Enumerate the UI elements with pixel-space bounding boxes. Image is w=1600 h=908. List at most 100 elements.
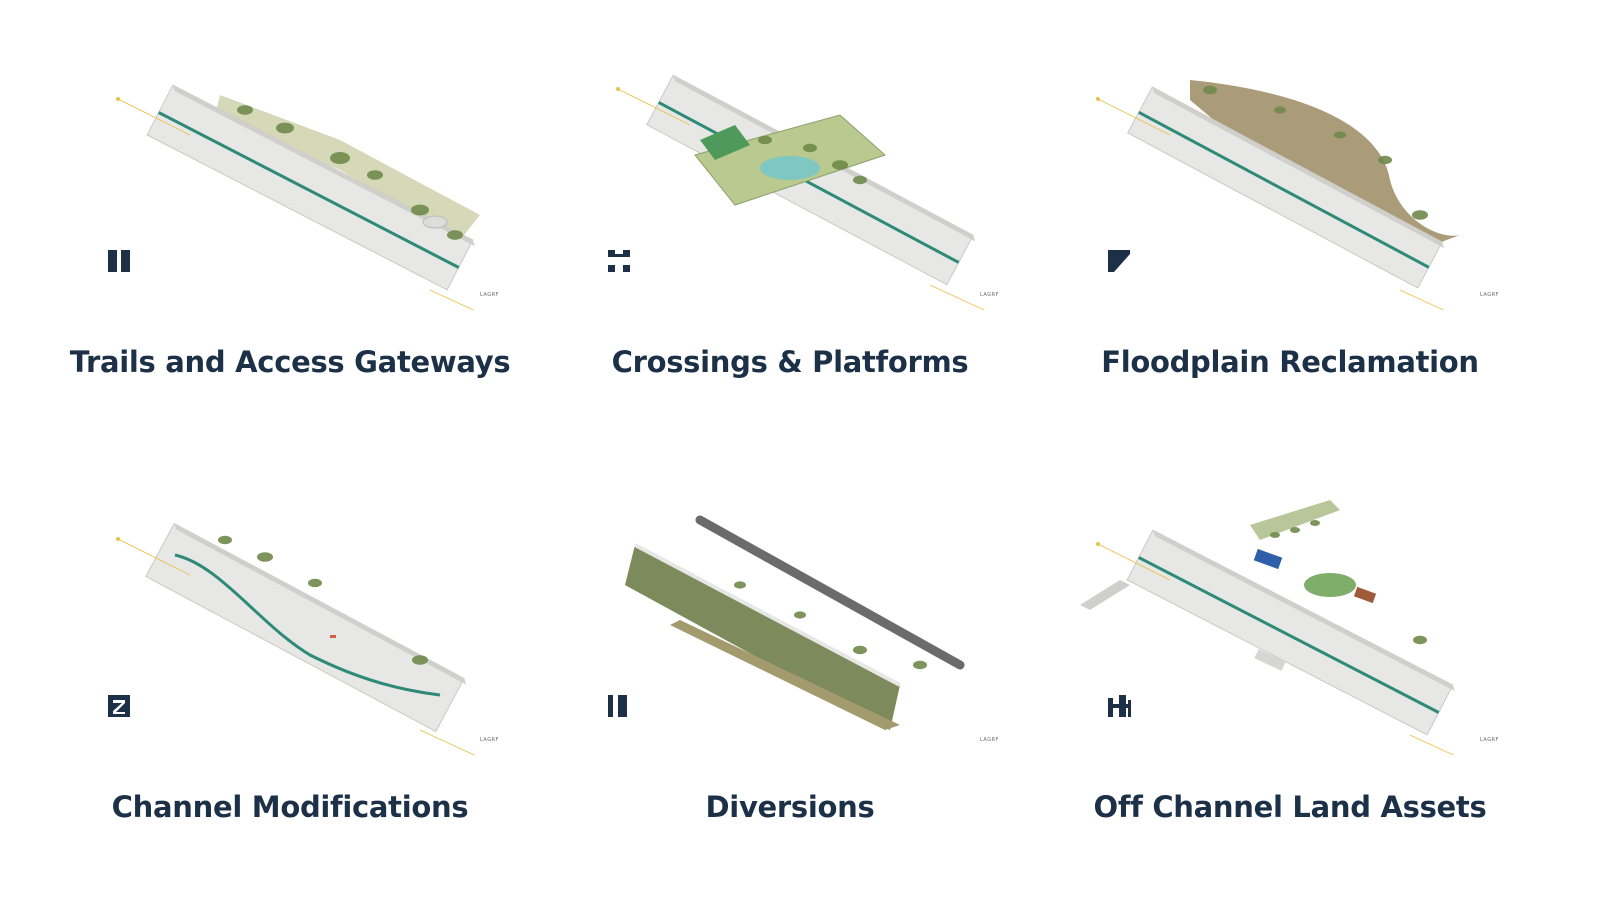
tree (1270, 532, 1280, 538)
pond (760, 156, 820, 180)
solar-array (1253, 548, 1283, 570)
concrete-channel (145, 522, 465, 733)
dimension-line (119, 539, 191, 576)
low-flow-channel (174, 553, 441, 697)
dimension-marker (1096, 97, 1100, 101)
bridge-deck (1080, 580, 1130, 610)
tree (308, 578, 322, 588)
slant-corner-icon (1108, 250, 1130, 272)
dimension-marker (116, 537, 120, 541)
panel-5: LAGRF Off Channel Land Assets (1040, 485, 1540, 905)
branch-bars-icon (1108, 695, 1131, 717)
panel-3: LAGRF Channel Modifications (40, 485, 540, 905)
low-flow-channel (657, 101, 960, 264)
axonometric-diagram (1080, 500, 1455, 755)
tree (447, 230, 463, 240)
dimension-marker (616, 87, 620, 91)
tree-row-parcel (1250, 500, 1340, 540)
corner-frame-icon (608, 250, 630, 272)
tree (330, 152, 350, 164)
tree (1413, 635, 1427, 645)
tree (257, 552, 273, 562)
axonometric-diagram (1096, 80, 1460, 310)
tree (1274, 106, 1286, 114)
concrete-channel (1126, 529, 1454, 736)
studio-logo: LAGRF (980, 292, 999, 298)
dimension-line (1399, 289, 1445, 310)
panel-title: Channel Modifications (111, 790, 469, 824)
tree (913, 660, 927, 670)
tree (1290, 527, 1300, 533)
axonometric-diagram (625, 515, 965, 730)
studio-logo: LAGRF (480, 292, 499, 298)
axonometric-diagram (116, 522, 476, 755)
studio-logo: LAGRF (980, 737, 999, 743)
panel-title: Diversions (705, 790, 875, 824)
panel-title: Trails and Access Gateways (69, 345, 511, 379)
studio-logo: LAGRF (1480, 737, 1499, 743)
channel-wall (1152, 87, 1445, 249)
channel-wall (174, 523, 467, 685)
marker-red (330, 635, 336, 638)
panel-title: Floodplain Reclamation (1101, 345, 1479, 379)
vegetated-basin (625, 545, 900, 730)
ballfield (1304, 573, 1356, 597)
channel-wall (172, 85, 475, 247)
tree (1412, 210, 1428, 220)
court (1353, 586, 1377, 604)
low-flow-channel (158, 111, 460, 269)
diversion-pipe (695, 515, 965, 670)
tree (276, 122, 294, 134)
low-flow-channel (1138, 556, 1440, 714)
dimension-line (929, 284, 986, 310)
tree (412, 655, 428, 665)
axonometric-diagram (616, 74, 986, 310)
gateway-plaza (422, 215, 448, 229)
lower-terrace (670, 620, 900, 730)
channel-wall (1152, 530, 1455, 692)
dimension-line (1099, 544, 1171, 581)
dimension-line (1099, 99, 1171, 136)
panel-title: Crossings & Platforms (611, 345, 969, 379)
pause-bars-icon (108, 250, 130, 272)
tree (1203, 85, 1217, 95)
tree (237, 105, 253, 115)
tree (734, 581, 746, 589)
studio-logo: LAGRF (480, 737, 499, 743)
panel-0: LAGRF Trails and Access Gateways (40, 40, 540, 460)
tree (803, 143, 817, 153)
panel-2: LAGRF Floodplain Reclamation (1040, 40, 1540, 460)
channel-edge (634, 543, 901, 687)
dimension-line (1409, 734, 1455, 755)
sports-field (700, 125, 750, 160)
studio-logo: LAGRF (1480, 292, 1499, 298)
panel-title: Off Channel Land Assets (1093, 790, 1487, 824)
tree (832, 160, 848, 170)
tree (853, 645, 867, 655)
low-flow-channel (1138, 110, 1430, 269)
tree (218, 535, 232, 545)
tree (758, 135, 772, 145)
dimension-line (429, 289, 475, 310)
tree (853, 175, 867, 185)
dimension-line (619, 89, 691, 126)
buildings (1254, 649, 1286, 671)
tree (1334, 131, 1346, 139)
tree (1378, 155, 1392, 165)
reclaimed-floodplain (1190, 80, 1460, 250)
tree (1310, 520, 1320, 526)
dimension-line (419, 729, 476, 755)
z-square-icon (108, 695, 130, 717)
concrete-channel (1127, 86, 1443, 289)
tree (411, 204, 429, 216)
tree (367, 170, 383, 180)
tree (794, 611, 806, 619)
panel-4: LAGRF Diversions (540, 485, 1040, 905)
axonometric-diagram (116, 84, 480, 310)
dimension-line (119, 99, 191, 136)
dimension-marker (1096, 542, 1100, 546)
split-bars-icon (608, 695, 627, 717)
dimension-marker (116, 97, 120, 101)
panel-1: LAGRF Crossings & Platforms (540, 40, 1040, 460)
